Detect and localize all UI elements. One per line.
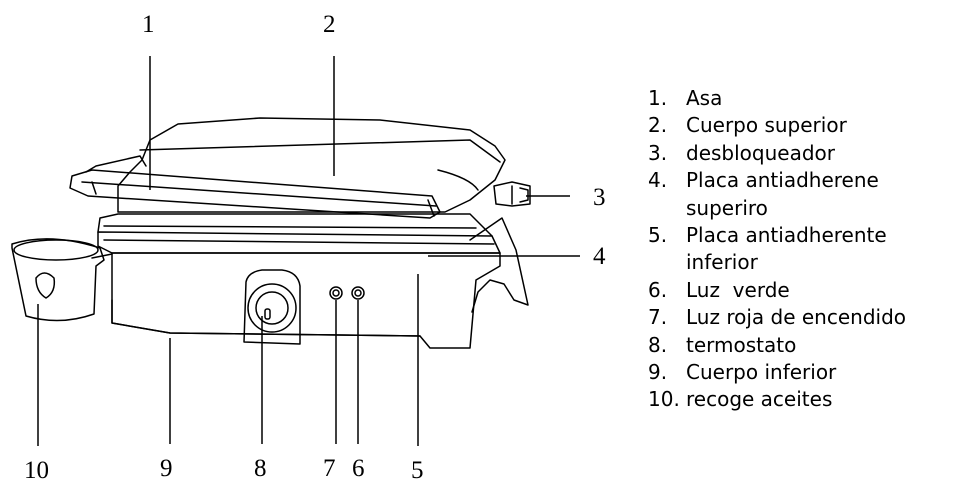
rear-stand [469,217,529,313]
callout-2: 2 [323,11,336,38]
legend-item-continuation: superiro [686,195,768,220]
thermostat-knob [247,283,297,333]
thermostat-housing [243,269,301,345]
lower-plate [97,231,501,254]
red-power-light [329,286,343,300]
legend-item: 6.Luz verde [648,277,790,302]
legend-item: 4.Placa antiadherene [648,168,879,193]
legend-item: 8.termostato [648,332,797,357]
parts-legend: 1.Asa 2.Cuerpo superior 3.desbloqueador … [648,85,906,414]
legend-item: 1.Asa [648,86,723,110]
drip-cup-hole [35,272,56,299]
upper-body [117,117,506,213]
handle-bar [69,169,441,219]
callout-3: 3 [593,184,606,211]
callout-5: 5 [411,457,424,484]
legend-item: 10.recoge aceites [648,387,833,412]
legend-item: 5.Placa antiadherente [648,223,887,248]
unlock-latch [493,181,531,207]
lower-plate-edge [97,213,493,237]
callout-4: 4 [593,243,606,270]
green-light [351,286,365,300]
callout-7: 7 [323,455,336,482]
callout-8: 8 [254,455,267,482]
legend-item: 2.Cuerpo superior [648,113,847,138]
callout-10: 10 [24,457,49,484]
callout-1: 1 [142,11,155,38]
callout-9: 9 [160,455,173,482]
legend-item: 7.Luz roja de encendido [648,305,907,330]
lower-body-base [111,299,421,337]
callout-6: 6 [352,455,365,482]
legend-item: 3.desbloqueador [648,140,835,165]
drip-cup [11,238,105,322]
legend-item: 9.Cuerpo inferior [648,360,837,385]
legend-item-continuation: inferior [686,250,758,275]
